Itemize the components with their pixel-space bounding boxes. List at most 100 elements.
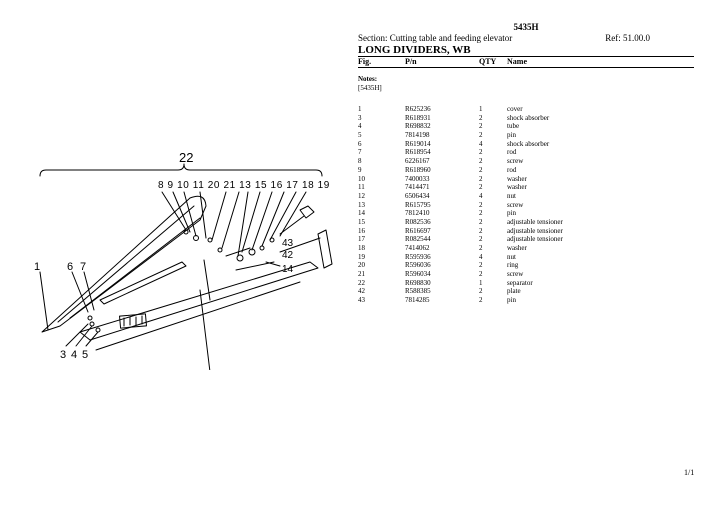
cell-name: rod — [507, 165, 517, 174]
table-row: 4 R698832 2 tube — [358, 122, 694, 131]
reference-number: Ref: 51.00.0 — [605, 33, 650, 43]
cell-pn: 6226167 — [405, 157, 430, 166]
cell-fig: 19 — [358, 252, 365, 261]
table-row: 10 7400033 2 washer — [358, 175, 694, 184]
model-number: 5435H — [513, 22, 539, 32]
cell-qty: 2 — [479, 157, 483, 166]
cell-fig: 11 — [358, 183, 365, 192]
cell-name: tube — [507, 122, 520, 131]
cell-fig: 21 — [358, 270, 365, 279]
cell-name: washer — [507, 174, 527, 183]
page-number: 1/1 — [684, 468, 695, 477]
cell-qty: 4 — [479, 252, 483, 261]
header-rule-bottom — [358, 67, 694, 68]
callout-4: 4 — [71, 349, 77, 361]
cell-pn: 7814285 — [405, 296, 430, 305]
cell-name: shock absorber — [507, 139, 550, 148]
exploded-parts-diagram: 22 8 9 10 11 20 21 13 15 16 17 18 19 1 6… — [34, 150, 333, 370]
cell-fig: 9 — [358, 165, 362, 174]
cell-fig: 13 — [358, 200, 365, 209]
col-name: Name — [507, 57, 527, 66]
cell-pn: R619014 — [405, 139, 431, 148]
cell-pn: R615795 — [405, 200, 431, 209]
cell-pn: R618960 — [405, 165, 431, 174]
cell-pn: R698832 — [405, 122, 431, 131]
cell-qty: 2 — [479, 217, 483, 226]
col-fig: Fig. — [358, 57, 372, 66]
cell-name: washer — [507, 183, 527, 192]
callout-7: 7 — [80, 261, 86, 273]
cell-qty: 1 — [479, 105, 483, 113]
cell-fig: 20 — [358, 261, 365, 270]
cell-qty: 2 — [479, 174, 483, 183]
cell-pn: R082536 — [405, 217, 431, 226]
cell-fig: 18 — [358, 244, 365, 252]
col-qty: QTY — [479, 57, 497, 66]
cell-qty: 2 — [479, 122, 483, 131]
cell-qty: 2 — [479, 113, 483, 122]
cell-pn: R618931 — [405, 113, 431, 122]
cell-pn: 7814198 — [405, 131, 430, 140]
cell-pn: 7812410 — [405, 209, 430, 218]
cell-pn: R588385 — [405, 287, 431, 296]
cell-pn: R596036 — [405, 261, 431, 270]
cell-name: screw — [507, 157, 524, 166]
cell-name: adjustable tensioner — [507, 226, 563, 235]
callout-1: 1 — [34, 261, 40, 273]
cell-name: shock absorber — [507, 113, 550, 122]
callout-5: 5 — [82, 349, 88, 361]
cell-qty: 2 — [479, 148, 483, 157]
callout-top-row: 8 9 10 11 20 21 13 15 16 17 18 19 — [158, 180, 330, 191]
cell-pn: R616697 — [405, 226, 431, 235]
cell-name: cover — [507, 105, 523, 113]
cell-fig: 7 — [358, 148, 362, 157]
callout-6: 6 — [67, 261, 73, 273]
cell-qty: 2 — [479, 131, 483, 140]
page-title: LONG DIVIDERS, WB — [358, 44, 471, 56]
cell-qty: 4 — [479, 191, 483, 200]
cell-name: screw — [507, 200, 524, 209]
cell-fig: 17 — [358, 235, 365, 244]
cell-name: nut — [507, 252, 516, 261]
cell-pn: 7414062 — [405, 244, 430, 252]
callout-22: 22 — [179, 150, 193, 165]
cell-fig: 6 — [358, 139, 362, 148]
cell-name: separator — [507, 278, 533, 287]
cell-name: ring — [507, 261, 519, 270]
cell-qty: 2 — [479, 183, 483, 192]
cell-pn: 7400033 — [405, 174, 430, 183]
cell-fig: 4 — [358, 122, 362, 131]
cell-qty: 2 — [479, 261, 483, 270]
cell-fig: 42 — [358, 287, 365, 296]
cell-name: adjustable tensioner — [507, 235, 563, 244]
cell-pn: 6506434 — [405, 191, 430, 200]
cell-fig: 16 — [358, 226, 365, 235]
cell-pn: R082544 — [405, 235, 431, 244]
cell-fig: 14 — [358, 209, 365, 218]
cell-fig: 15 — [358, 217, 365, 226]
cell-fig: 3 — [358, 113, 362, 122]
cell-qty: 2 — [479, 287, 483, 296]
col-pn: P/n — [405, 57, 417, 66]
cell-qty: 2 — [479, 270, 483, 279]
cell-fig: 10 — [358, 174, 365, 183]
notes-text: [5435H] — [358, 84, 382, 92]
cell-pn: R625236 — [405, 105, 431, 113]
cell-pn: R618954 — [405, 148, 431, 157]
